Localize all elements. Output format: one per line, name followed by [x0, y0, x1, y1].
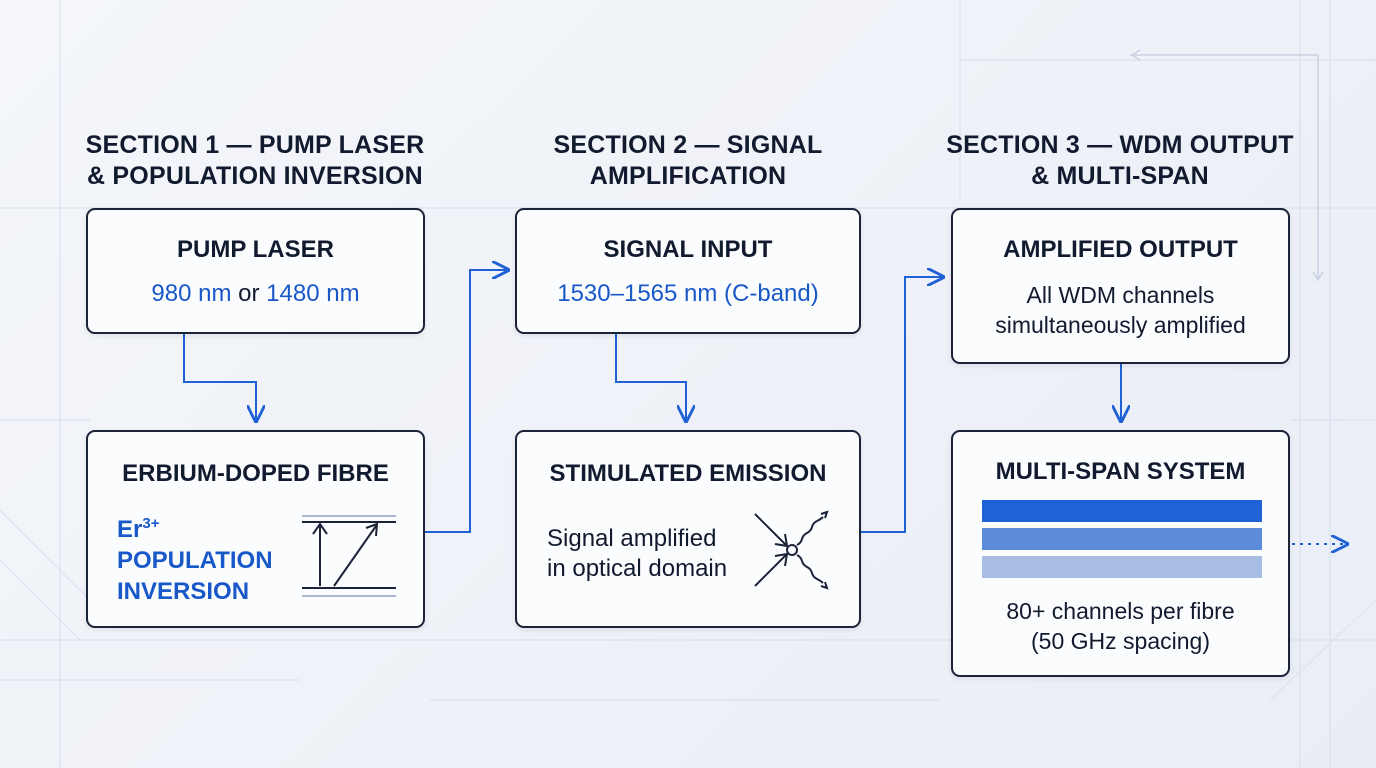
erbium-fibre-box: ERBIUM-DOPED FIBRE Er3+ POPULATION INVER…: [86, 430, 425, 628]
multi-span-box: MULTI-SPAN SYSTEM 80+ channels per fibre…: [951, 430, 1290, 677]
channel-bar-1: [982, 500, 1262, 522]
erbium-fibre-title: ERBIUM-DOPED FIBRE: [122, 460, 389, 487]
arrow-pump-to-fibre: [183, 334, 256, 421]
emission-description: Signal amplified in optical domain: [547, 525, 728, 582]
section-3-title: SECTION 3 — WDM OUTPUT & MULTI-SPAN: [946, 131, 1294, 190]
energy-level-transition-icon: [302, 515, 396, 597]
arrow-emission-to-output: [861, 277, 943, 533]
channel-bar-3: [982, 556, 1262, 578]
signal-input-title: SIGNAL INPUT: [603, 236, 773, 263]
multi-span-title: MULTI-SPAN SYSTEM: [995, 458, 1246, 485]
stimulated-emission-box: STIMULATED EMISSION Signal amplified in …: [515, 430, 861, 628]
signal-input-box: SIGNAL INPUT 1530–1565 nm (C-band): [515, 208, 861, 334]
amplified-output-title: AMPLIFIED OUTPUT: [1003, 236, 1238, 263]
stimulated-emission-title: STIMULATED EMISSION: [549, 460, 827, 487]
amplified-output-description: All WDM channels simultaneously amplifie…: [995, 282, 1246, 338]
pump-laser-title: PUMP LASER: [177, 236, 334, 263]
arrow-signal-to-emission: [615, 334, 686, 421]
arrow-fibre-to-signal: [425, 270, 508, 533]
wdm-channel-bars-icon: [982, 500, 1262, 578]
photon-emission-icon: [754, 510, 829, 590]
amplified-output-box: AMPLIFIED OUTPUT All WDM channels simult…: [951, 208, 1290, 364]
pump-laser-box: PUMP LASER 980 nm or 1480 nm: [86, 208, 425, 334]
population-inversion-label: Er3+ POPULATION INVERSION: [117, 515, 273, 605]
section-1-title: SECTION 1 — PUMP LASER & POPULATION INVE…: [85, 131, 425, 190]
channel-bar-2: [982, 528, 1262, 550]
signal-band: 1530–1565 nm (C-band): [557, 280, 819, 307]
section-2-title: SECTION 2 — SIGNAL AMPLIFICATION: [553, 131, 823, 190]
multi-span-description: 80+ channels per fibre (50 GHz spacing): [1006, 598, 1235, 654]
pump-wavelengths: 980 nm or 1480 nm: [151, 280, 360, 307]
